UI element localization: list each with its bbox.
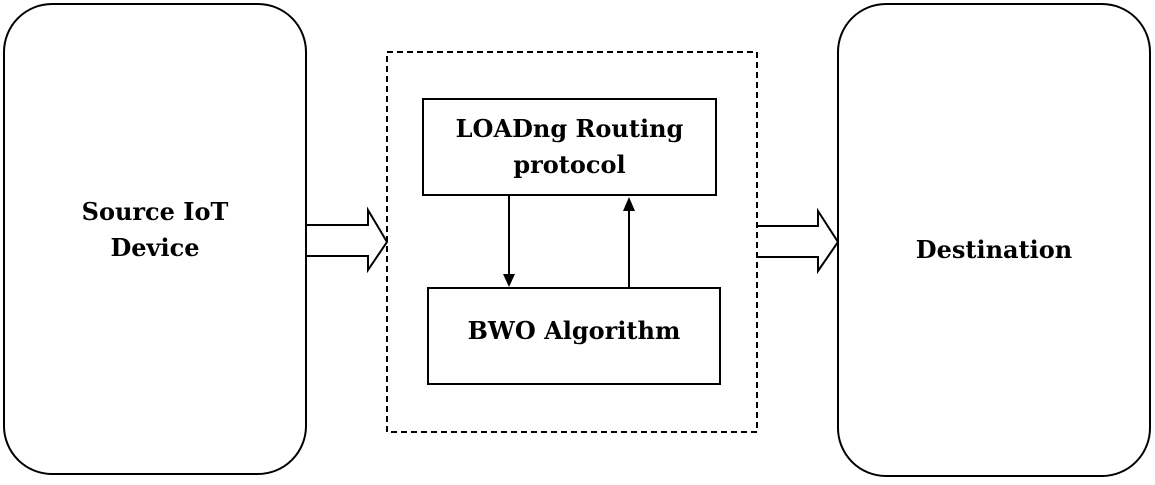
arrow-bwo-to-routing	[623, 197, 635, 288]
hollow-arrow-source-to-router	[307, 206, 389, 274]
destination-label: Destination	[915, 235, 1073, 264]
routing-protocol-box	[422, 98, 717, 196]
hollow-arrow-router-to-destination	[758, 207, 840, 275]
arrow-routing-to-bwo	[503, 195, 515, 287]
source-device-label: Source IoT Device	[81, 197, 229, 262]
bwo-algorithm-box	[427, 287, 721, 385]
routing-protocol-label: LOADng Routing protocol	[455, 114, 684, 179]
bwo-algorithm-label: BWO Algorithm	[467, 316, 681, 345]
destination-box	[837, 3, 1151, 477]
source-device-box	[3, 3, 307, 475]
